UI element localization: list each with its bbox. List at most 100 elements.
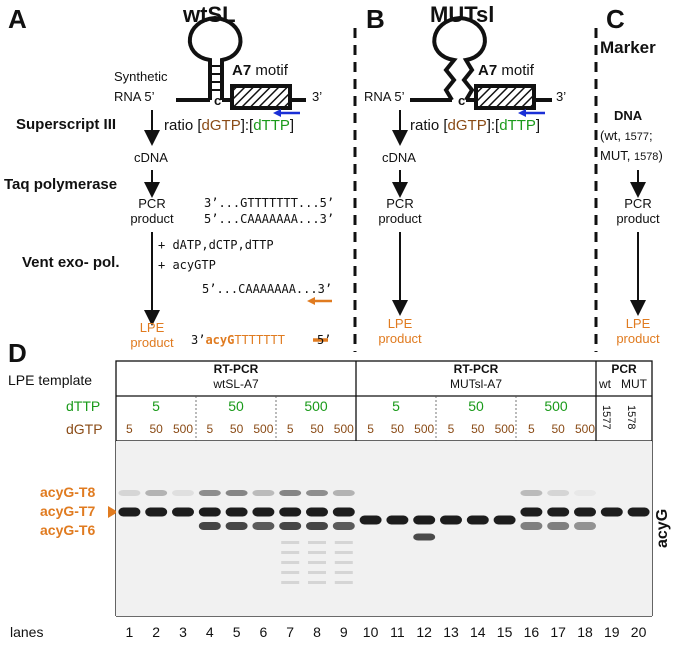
gel-band	[198, 507, 221, 517]
lane-number: 5	[232, 624, 241, 640]
dgtp-value: 5	[447, 422, 455, 436]
lpe-product-text-b: product	[378, 331, 422, 346]
gel-smear	[334, 551, 353, 554]
semicolon: ;	[649, 128, 653, 143]
t8-rest: -T8	[74, 484, 96, 500]
t7-marker-arrowhead	[108, 506, 118, 518]
a7-bold-b: A7	[478, 62, 498, 79]
lane-number: 6	[259, 624, 268, 640]
rna-3prime-b: 3’	[556, 89, 567, 104]
lane-number: 3	[179, 624, 187, 640]
lpe-product-text-c: product	[616, 331, 660, 346]
gel-band	[493, 515, 516, 525]
lpe-template-label: LPE template	[8, 372, 93, 388]
gel-smear	[281, 541, 300, 544]
t6-rest: -T6	[74, 522, 96, 538]
panel-a-letter: A	[8, 4, 27, 34]
dttp-text: dTTP	[253, 117, 290, 134]
dgtp-value: 5	[367, 422, 374, 436]
gel-smear	[281, 581, 300, 584]
ratio-sep-b: ]:[	[486, 117, 500, 134]
seq-pcr-top: 3’...GTTTTTTT...5’	[204, 196, 335, 210]
nucleotides-2: + acyGTP	[158, 258, 216, 272]
gel-smear	[281, 561, 300, 564]
gel-band	[252, 490, 275, 496]
gel-smear	[281, 551, 300, 554]
mutsl-hairpin	[410, 15, 552, 110]
gel-band	[574, 522, 596, 530]
gel-smear	[308, 561, 326, 564]
marker-id-1578: 1578	[625, 405, 637, 430]
gel-band	[118, 507, 141, 517]
lane-number: 8	[313, 624, 321, 640]
ratio-text-b: ratio [	[410, 117, 448, 134]
gel-smear	[308, 541, 326, 544]
lane-number: 13	[443, 624, 459, 640]
panel-d-letter: D	[8, 338, 27, 368]
lane-number: 7	[286, 624, 295, 640]
rna-5prime-b: RNA 5’	[364, 89, 405, 104]
motif-text-b: motif	[497, 62, 534, 79]
dgtp-value: 50	[471, 422, 485, 436]
band-label-t7: acyG-T7	[40, 503, 95, 519]
group-1-sub: wtSL-A7	[213, 377, 259, 391]
dttp-text-b: dTTP	[499, 117, 536, 134]
ratio-label-a: ratio [dGTP]:[dTTP]	[164, 117, 294, 134]
ratio-end-b: ]	[535, 117, 541, 134]
gel-band	[332, 522, 355, 530]
pcr-text-b: PCR	[386, 196, 414, 211]
gel-smear	[308, 551, 326, 554]
t7-acyg: acyG	[40, 503, 75, 519]
step-taq: Taq polymerase	[4, 176, 118, 193]
lpe-text-c: LPE	[625, 316, 651, 331]
dgtp-value: 50	[390, 422, 405, 436]
panel-b-title: MUTsl	[430, 2, 495, 27]
product-text: product	[130, 211, 174, 226]
dttp-value: 5	[392, 398, 400, 414]
synthetic-label: Synthetic	[114, 69, 168, 84]
panel-b-letter: B	[366, 4, 385, 34]
dttp-value: 50	[228, 398, 244, 414]
lpe-text: LPE	[139, 320, 165, 335]
dgtp-value: 5	[286, 422, 294, 436]
gel-band	[225, 522, 248, 530]
cdna-a: cDNA	[134, 150, 168, 165]
gel-band	[198, 490, 221, 496]
mut-text: MUT,	[600, 148, 634, 163]
lane-number: 14	[470, 624, 486, 640]
mut-number: 1578	[633, 151, 659, 163]
marker-wt-top: wt	[599, 377, 611, 391]
gel-smear	[334, 541, 353, 544]
dttp-value: 50	[468, 398, 484, 414]
dgtp-value: 50	[551, 422, 565, 436]
ratio-label-b: ratio [dGTP]:[dTTP]	[410, 117, 540, 134]
ratio-text: ratio [	[164, 117, 202, 134]
dna-wt-label: (wt, 1577;	[600, 128, 653, 143]
marker-id-1577: 1577	[600, 405, 612, 430]
gel-band	[279, 490, 302, 496]
seq-lpe-acyg: acyG	[205, 333, 235, 347]
a7-bold: A7	[232, 62, 252, 79]
panel-c-letter: C	[606, 4, 625, 34]
dgtp-value: 5	[528, 422, 535, 436]
gel-band	[520, 490, 543, 496]
a7-motif-box	[230, 84, 292, 110]
lane-number: 18	[577, 624, 593, 640]
lane-number: 9	[339, 624, 348, 640]
gel-bands	[118, 490, 650, 584]
lane-number: 11	[390, 624, 405, 640]
dgtp-value: 5	[206, 422, 214, 436]
dttp-value: 500	[304, 398, 328, 414]
gel-band	[466, 515, 489, 525]
gel-band	[574, 490, 596, 496]
gel-band	[225, 507, 248, 517]
group-3-title: PCR	[611, 362, 637, 376]
t6-acyg: acyG	[40, 522, 75, 538]
gel-band	[547, 507, 570, 517]
gel-band	[172, 507, 194, 517]
lane-number: 19	[604, 624, 620, 640]
gel-band	[279, 507, 302, 517]
